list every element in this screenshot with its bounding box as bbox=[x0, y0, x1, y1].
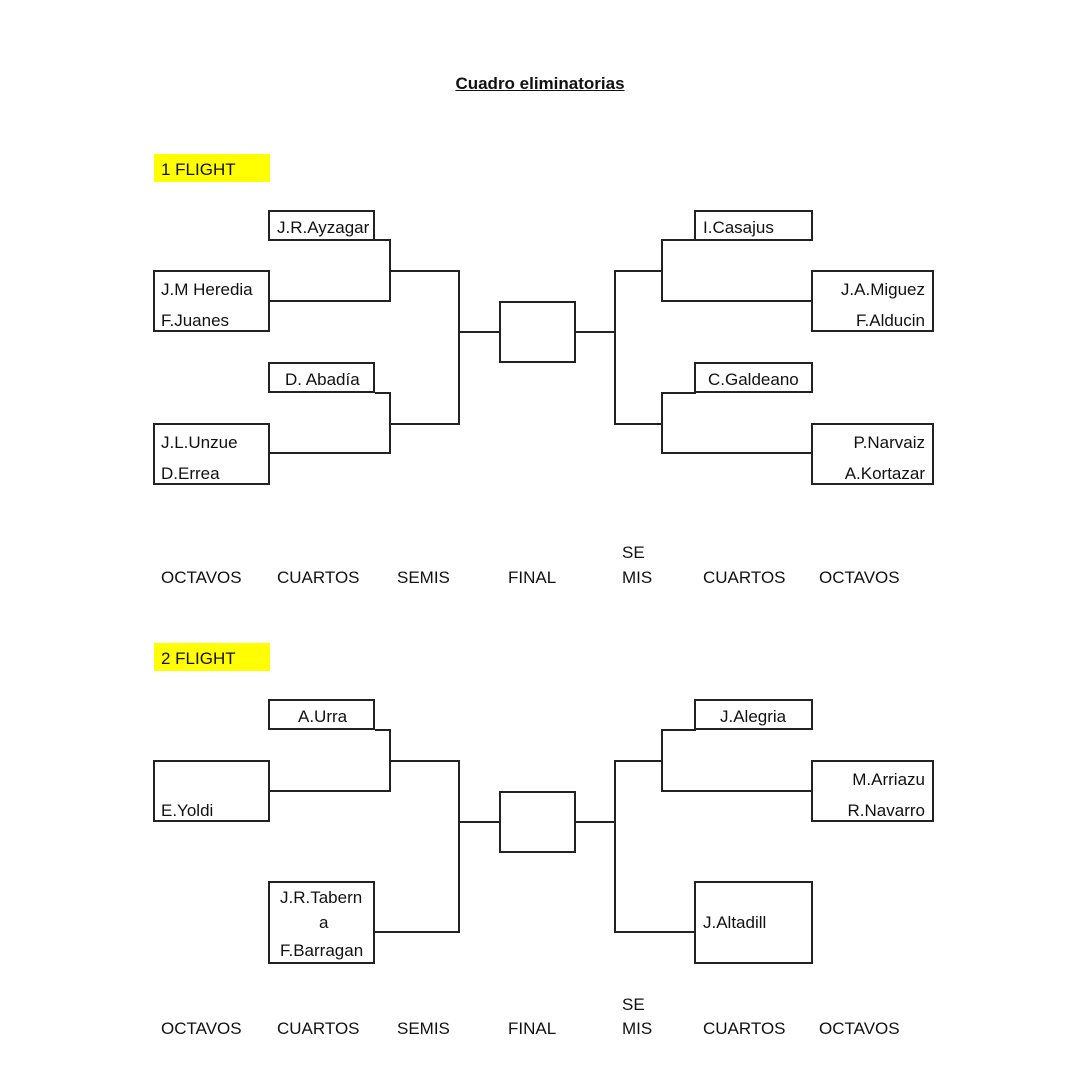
round-label-octavos: OCTAVOS bbox=[161, 1019, 242, 1038]
f1-left-quarter-bottom-box: D. Abadía bbox=[268, 362, 375, 393]
round-label-semis-split-bottom: MIS bbox=[622, 1019, 653, 1038]
bracket-line bbox=[576, 331, 616, 333]
bracket-line bbox=[614, 270, 663, 272]
bracket-line bbox=[614, 270, 616, 425]
bracket-line bbox=[661, 790, 813, 792]
bracket-line bbox=[661, 729, 696, 731]
bracket-line bbox=[614, 760, 663, 762]
bracket-line bbox=[375, 239, 391, 241]
player-name: D. Abadía bbox=[285, 370, 360, 389]
bracket-line bbox=[375, 729, 391, 731]
bracket-line bbox=[576, 821, 616, 823]
f1-right-quarter-top-box: I.Casajus bbox=[694, 210, 813, 241]
f2-right-octavo-top-box: M.Arriazu R.Navarro bbox=[811, 760, 934, 822]
page-title: Cuadro eliminatorias bbox=[455, 74, 625, 93]
bracket-line bbox=[614, 423, 663, 425]
round-label-cuartos: CUARTOS bbox=[277, 568, 360, 587]
bracket-line bbox=[458, 760, 460, 933]
round-label-octavos: OCTAVOS bbox=[819, 568, 900, 587]
bracket-line bbox=[661, 392, 696, 394]
round-label-semis-split-top: SE bbox=[622, 543, 645, 562]
bracket-line bbox=[458, 331, 501, 333]
f1-final-box bbox=[499, 301, 576, 363]
player-name: J.R.Tabern bbox=[280, 888, 363, 907]
round-label-semis-split-bottom: MIS bbox=[622, 568, 653, 587]
f2-right-quarter-bottom-box: J.Altadill bbox=[694, 881, 813, 964]
player-name: A.Kortazar bbox=[844, 464, 925, 483]
round-label-final: FINAL bbox=[508, 568, 557, 587]
bracket-line bbox=[661, 239, 663, 302]
f1-left-octavo-bottom-box: J.L.Unzue D.Errea bbox=[153, 423, 270, 485]
player-name: C.Galdeano bbox=[708, 370, 799, 389]
player-name: J.Alegria bbox=[720, 707, 787, 726]
bracket-line bbox=[458, 270, 460, 425]
round-label-octavos: OCTAVOS bbox=[819, 1019, 900, 1038]
bracket-line bbox=[270, 300, 391, 302]
f1-left-octavo-top-box: J.M Heredia F.Juanes bbox=[153, 270, 270, 332]
player-name: I.Casajus bbox=[703, 218, 774, 237]
bracket-line bbox=[389, 423, 460, 425]
round-label-octavos: OCTAVOS bbox=[161, 568, 242, 587]
f2-right-quarter-top-box: J.Alegria bbox=[694, 699, 813, 730]
player-name: P.Narvaiz bbox=[853, 433, 926, 452]
player-name: J.L.Unzue bbox=[161, 433, 238, 452]
bracket-line bbox=[270, 452, 391, 454]
round-label-semis: SEMIS bbox=[397, 568, 450, 587]
round-label-cuartos: CUARTOS bbox=[703, 1019, 786, 1038]
bracket-line bbox=[389, 270, 460, 272]
bracket-line bbox=[614, 931, 696, 933]
player-name: A.Urra bbox=[298, 707, 348, 726]
bracket-line bbox=[614, 760, 616, 933]
flight-2-label: 2 FLIGHT bbox=[154, 643, 270, 671]
bracket-line bbox=[661, 452, 813, 454]
f1-right-quarter-bottom-box: C.Galdeano bbox=[694, 362, 813, 393]
player-name: J.Altadill bbox=[703, 913, 767, 932]
player-name: J.A.Miguez bbox=[840, 280, 925, 299]
round-label-cuartos: CUARTOS bbox=[703, 568, 786, 587]
bracket-line bbox=[375, 931, 460, 933]
f1-left-quarter-top-box: J.R.Ayzagar bbox=[268, 210, 375, 241]
bracket-line bbox=[661, 392, 663, 454]
bracket-line bbox=[661, 239, 696, 241]
player-name: J.M Heredia bbox=[161, 280, 253, 299]
bracket-line bbox=[661, 729, 663, 792]
f2-left-octavo-top-box: E.Yoldi bbox=[153, 760, 270, 822]
f2-left-quarter-bottom-box: J.R.Tabern a F.Barragan bbox=[268, 881, 375, 964]
f2-left-quarter-top-box: A.Urra bbox=[268, 699, 375, 730]
f1-right-octavo-top-box: J.A.Miguez F.Alducin bbox=[811, 270, 934, 332]
f1-right-octavo-bottom-box: P.Narvaiz A.Kortazar bbox=[811, 423, 934, 485]
round-label-semis-split-top: SE bbox=[622, 995, 645, 1014]
player-name: a bbox=[319, 913, 329, 932]
player-name: F.Juanes bbox=[161, 311, 230, 330]
bracket-line bbox=[270, 790, 391, 792]
player-name: D.Errea bbox=[161, 464, 220, 483]
f2-final-box bbox=[499, 791, 576, 853]
round-label-cuartos: CUARTOS bbox=[277, 1019, 360, 1038]
bracket-line bbox=[389, 760, 460, 762]
bracket-line bbox=[661, 300, 813, 302]
flight-1-label: 1 FLIGHT bbox=[154, 154, 270, 182]
bracket-line bbox=[375, 392, 391, 394]
player-name: M.Arriazu bbox=[852, 770, 925, 789]
player-name: F.Barragan bbox=[280, 941, 364, 960]
player-name: R.Navarro bbox=[847, 801, 925, 820]
player-name: F.Alducin bbox=[856, 311, 925, 330]
player-name: E.Yoldi bbox=[161, 801, 214, 820]
player-name: J.R.Ayzagar bbox=[277, 218, 370, 237]
round-label-final: FINAL bbox=[508, 1019, 557, 1038]
round-label-semis: SEMIS bbox=[397, 1019, 450, 1038]
bracket-line bbox=[458, 821, 501, 823]
